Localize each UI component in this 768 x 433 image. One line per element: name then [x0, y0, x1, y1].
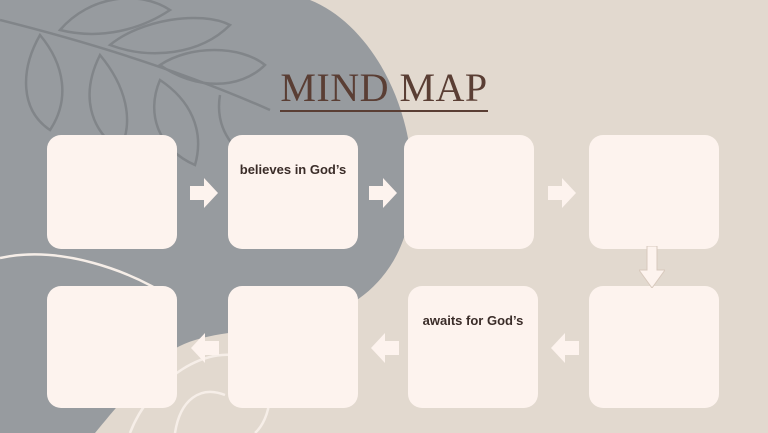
mind-map-box-1	[47, 135, 177, 249]
arrow-left-3-icon	[191, 333, 219, 363]
box-6-text: awaits for God’s	[422, 313, 524, 328]
mind-map-box-3	[404, 135, 534, 249]
arrow-right-2-icon	[369, 178, 397, 208]
arrow-down-icon	[639, 246, 665, 288]
box-2-text: believes in God’s	[239, 162, 347, 177]
arrow-left-1-icon	[551, 333, 579, 363]
mind-map-box-4	[589, 135, 719, 249]
mind-map-box-8	[47, 286, 177, 408]
arrow-right-1-icon	[190, 178, 218, 208]
title-text: MIND MAP	[280, 65, 488, 112]
leaf-branch-outline	[0, 0, 271, 167]
mind-map-box-2: believes in God’s	[228, 135, 358, 249]
mind-map-box-6: awaits for God’s	[408, 286, 538, 408]
mind-map-title: MIND MAP	[0, 64, 768, 112]
arrow-right-3-icon	[548, 178, 576, 208]
mind-map-box-7	[228, 286, 358, 408]
mind-map-box-5	[589, 286, 719, 408]
arrow-left-2-icon	[371, 333, 399, 363]
